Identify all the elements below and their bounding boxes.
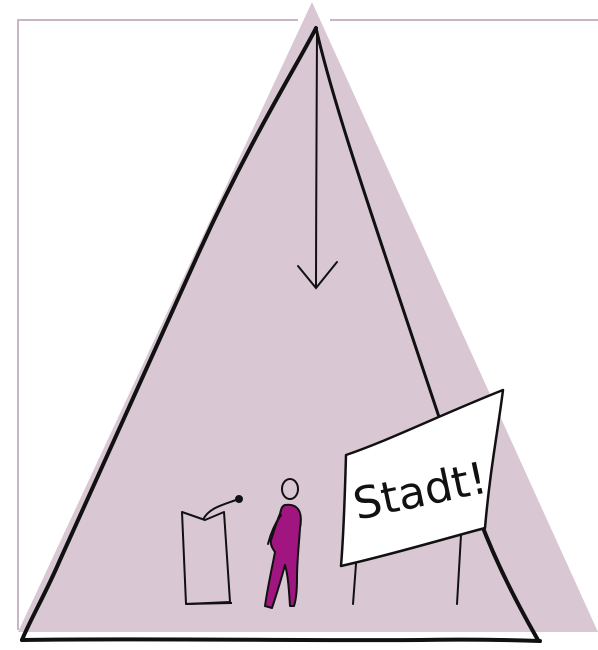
lectern-icon (182, 512, 232, 604)
light-cone (18, 2, 598, 632)
